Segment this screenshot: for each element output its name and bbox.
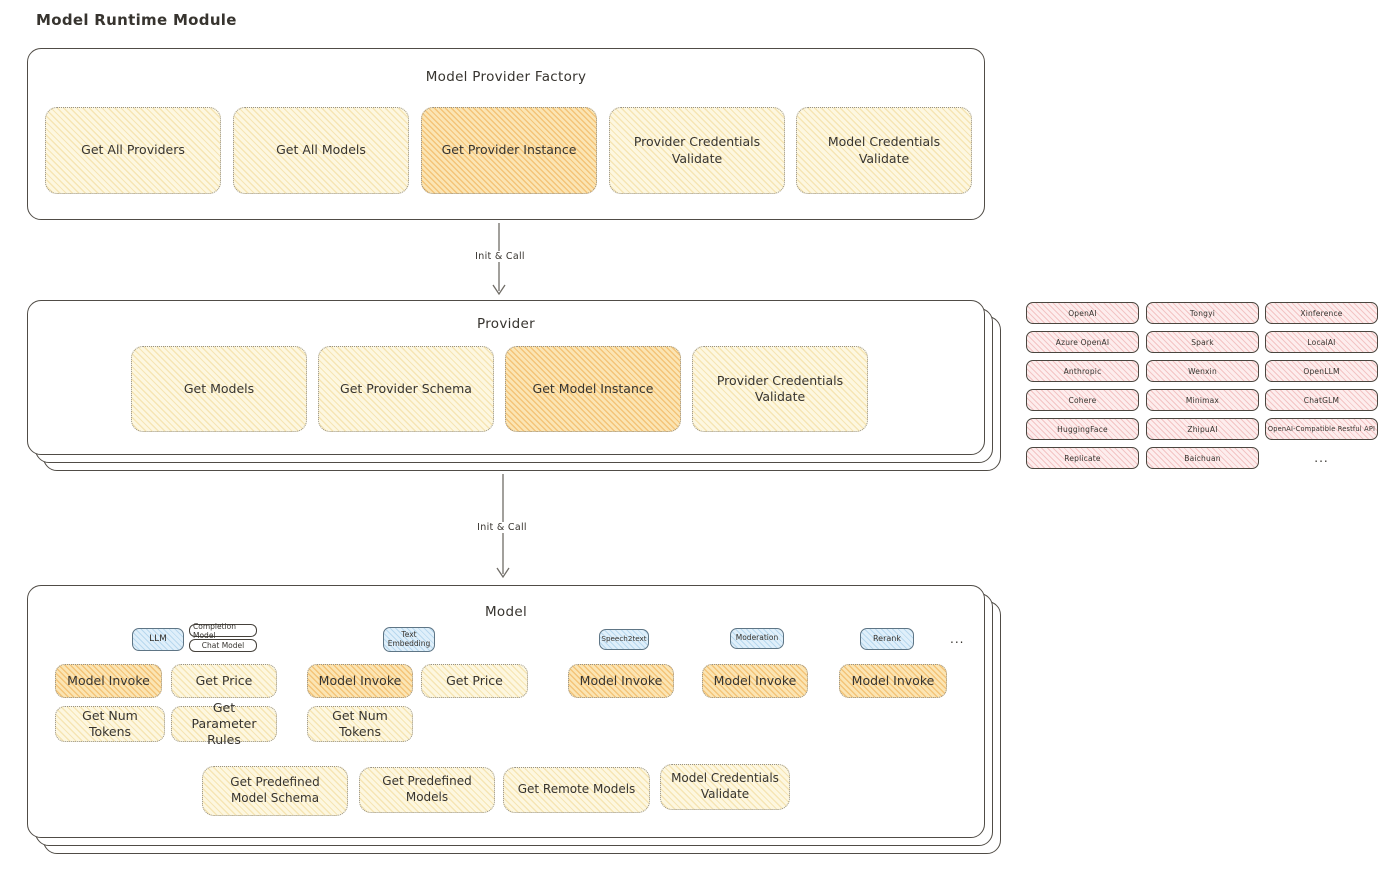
model-tags-ellipsis: ... [950,632,965,646]
node-get-provider-instance: Get Provider Instance [421,107,597,194]
node-model-invoke-speech2text: Model Invoke [568,664,674,698]
provider-pill-baichuan: Baichuan [1146,447,1259,469]
node-provider-credentials-validate-2: Provider Credentials Validate [692,346,868,432]
tag-llm: LLM [132,628,184,651]
init-call-label-2: Init & Call [473,522,531,533]
provider-pill-localai: LocalAI [1265,331,1378,353]
node-provider-credentials-validate: Provider Credentials Validate [609,107,785,194]
node-get-parameter-rules: Get Parameter Rules [171,700,277,747]
provider-pill-zhipuai: ZhipuAI [1146,418,1259,440]
provider-list-column-3: Xinference LocalAI OpenLLM ChatGLM OpenA… [1265,302,1378,469]
tag-speech2text: Speech2text [599,629,649,650]
node-get-model-instance: Get Model Instance [505,346,681,432]
provider-pill-tongyi: Tongyi [1146,302,1259,324]
model-title: Model [484,604,528,620]
tag-rerank: Rerank [860,628,914,650]
provider-pill-huggingface: HuggingFace [1026,418,1139,440]
tag-moderation: Moderation [730,628,784,649]
provider-pill-anthropic: Anthropic [1026,360,1139,382]
provider-list-column-1: OpenAI Azure OpenAI Anthropic Cohere Hug… [1026,302,1139,476]
provider-pill-chatglm: ChatGLM [1265,389,1378,411]
tag-chat-model: Chat Model [189,639,257,652]
provider-pill-azure-openai: Azure OpenAI [1026,331,1139,353]
model-box: Model LLM Completion Model Chat Model Te… [27,585,985,838]
factory-title: Model Provider Factory [425,69,587,85]
provider-pill-xinference: Xinference [1265,302,1378,324]
node-get-all-providers: Get All Providers [45,107,221,194]
init-call-label-1: Init & Call [471,251,529,262]
node-model-invoke-rerank: Model Invoke [839,664,947,698]
provider-list-ellipsis: ... [1314,451,1329,465]
provider-pill-replicate: Replicate [1026,447,1139,469]
node-model-invoke-llm: Model Invoke [55,664,162,698]
provider-pill-openai-compatible: OpenAI-Compatible Restful API [1265,418,1378,440]
provider-pill-spark: Spark [1146,331,1259,353]
provider-pill-wenxin: Wenxin [1146,360,1259,382]
factory-box: Model Provider Factory Get All Providers… [27,48,985,220]
tag-completion-model: Completion Model [189,622,257,640]
page-title: Model Runtime Module [36,11,237,29]
provider-stack: Provider Get Models Get Provider Schema … [27,300,1001,471]
provider-pill-openai: OpenAI [1026,302,1139,324]
node-get-num-tokens-embedding: Get Num Tokens [307,706,413,742]
node-model-invoke-moderation: Model Invoke [702,664,808,698]
provider-box: Provider Get Models Get Provider Schema … [27,300,985,455]
node-get-price-llm: Get Price [171,664,277,698]
node-get-price-embedding: Get Price [421,664,528,698]
tag-text-embedding: Text Embedding [383,627,435,652]
provider-pill-openllm: OpenLLM [1265,360,1378,382]
node-model-credentials-validate-2: Model Credentials Validate [660,764,790,810]
model-stack: Model LLM Completion Model Chat Model Te… [27,585,1001,854]
node-model-invoke-embedding: Model Invoke [307,664,413,698]
node-get-all-models: Get All Models [233,107,409,194]
node-model-credentials-validate: Model Credentials Validate [796,107,972,194]
node-get-provider-schema: Get Provider Schema [318,346,494,432]
provider-pill-cohere: Cohere [1026,389,1139,411]
provider-title: Provider [477,316,535,332]
node-get-num-tokens-llm: Get Num Tokens [55,706,165,742]
node-get-remote-models: Get Remote Models [503,767,650,813]
provider-pill-minimax: Minimax [1146,389,1259,411]
provider-list-column-2: Tongyi Spark Wenxin Minimax ZhipuAI Baic… [1146,302,1259,476]
node-get-predefined-models: Get Predefined Models [359,767,495,813]
node-get-models: Get Models [131,346,307,432]
node-get-predefined-model-schema: Get Predefined Model Schema [202,766,348,816]
